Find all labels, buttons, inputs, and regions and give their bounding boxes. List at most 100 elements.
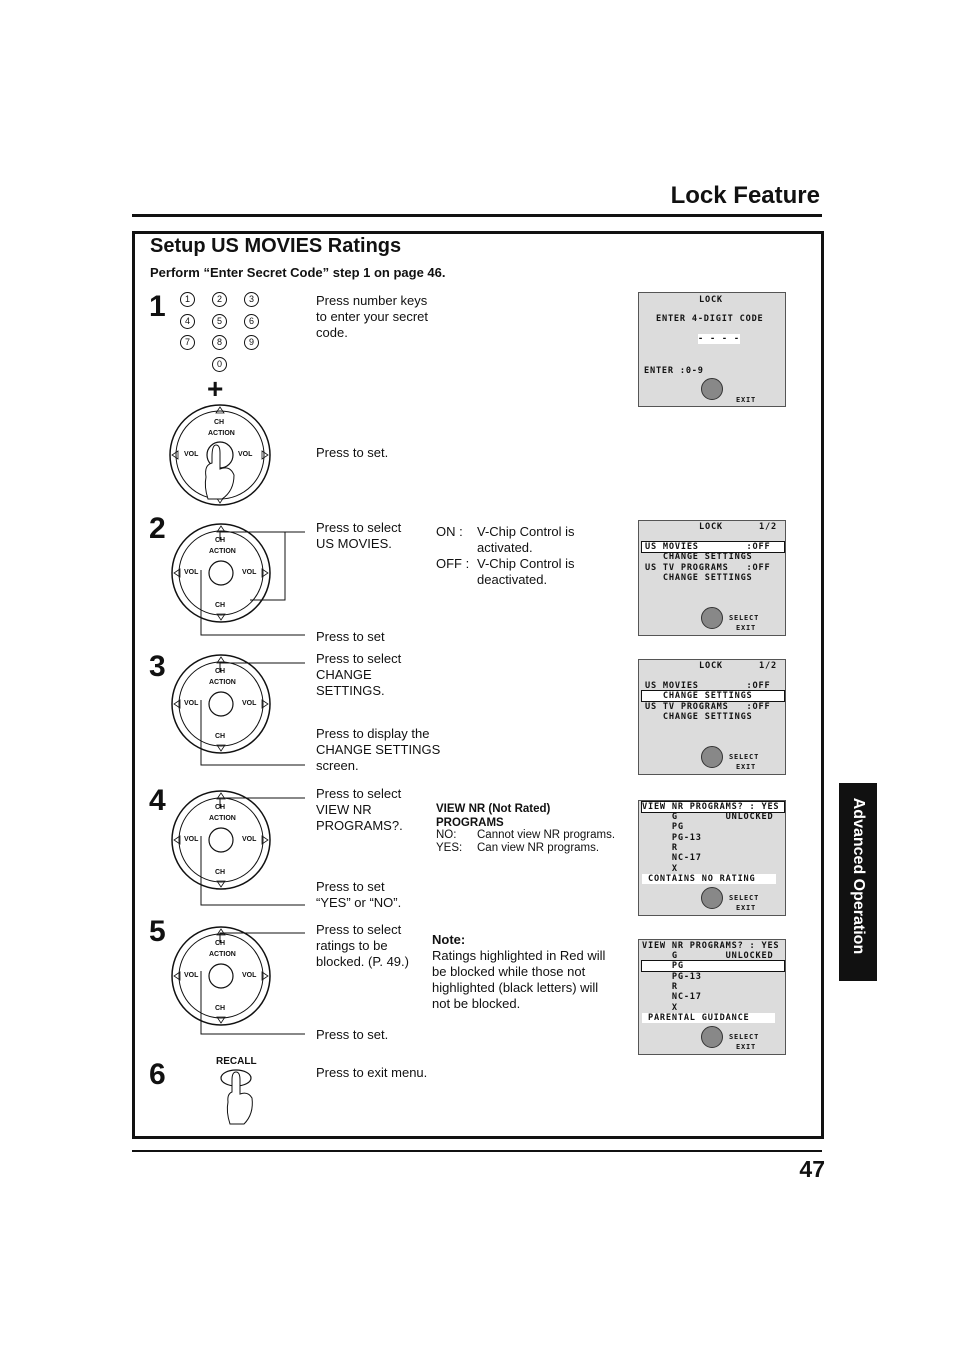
key-0-button[interactable]: 0 <box>212 357 227 372</box>
step-1-text-b: Press to set. <box>316 445 389 460</box>
key-3-button[interactable]: 3 <box>244 292 259 307</box>
step-6-text: Press to exit menu. <box>316 1065 428 1080</box>
note-title: Note: <box>432 932 466 947</box>
menu-item-change-settings[interactable]: CHANGE SETTINGS <box>645 712 753 722</box>
step-3-text-a: Press to select CHANGE SETTINGS. <box>316 651 402 698</box>
remote-dial-2[interactable]: CH ACTION VOL VOL CH <box>170 522 272 624</box>
number-keypad: 1 2 3 4 5 6 7 8 9 0 <box>178 292 268 372</box>
step-number-1: 1 <box>149 290 166 323</box>
rating-row-pg[interactable]: PG <box>642 822 684 832</box>
remote-dial-1[interactable]: CH ACTION VOL VOL <box>168 403 272 507</box>
step-number-4: 4 <box>149 784 166 817</box>
menu-item-change-settings[interactable]: CHANGE SETTINGS <box>645 573 753 583</box>
menu-highlight <box>641 690 785 702</box>
step-4-text-b: Press to set “YES” or “NO”. <box>316 879 402 910</box>
osd-screen-enter-code: LOCK ENTER 4-DIGIT CODE - - - - ENTER :0… <box>638 292 786 407</box>
screen-exit: EXIT <box>736 763 757 771</box>
key-9-button[interactable]: 9 <box>244 335 259 350</box>
action-label: ACTION <box>209 679 236 686</box>
menu-item-change-settings[interactable]: CHANGE SETTINGS <box>645 552 753 562</box>
screen-exit: EXIT <box>736 624 757 632</box>
content-frame <box>132 231 824 1139</box>
menu-item-change-settings[interactable]: CHANGE SETTINGS <box>645 691 753 701</box>
key-6-button[interactable]: 6 <box>244 314 259 329</box>
remote-dial-icon <box>169 404 271 506</box>
key-1-button[interactable]: 1 <box>180 292 195 307</box>
side-tab-label: Advanced Operation <box>850 797 867 955</box>
vol-label: VOL <box>184 836 199 843</box>
remote-dial-icon <box>171 654 271 754</box>
header-rule <box>132 214 822 217</box>
view-nr-no-text: Cannot view NR programs. <box>477 829 616 841</box>
step-5-text-a: Press to select ratings to be blocked. (… <box>316 922 409 969</box>
menu-item-us-movies[interactable]: US MOVIES :OFF <box>645 681 771 691</box>
key-4-button[interactable]: 4 <box>180 314 195 329</box>
vol-label: VOL <box>242 972 257 979</box>
side-tab-advanced-operation: Advanced Operation <box>839 783 877 981</box>
section-title: Setup US MOVIES Ratings <box>150 235 402 257</box>
section-subtitle: Perform “Enter Secret Code” step 1 on pa… <box>150 265 446 280</box>
step-3-text-b: Press to display the CHANGE SETTINGS scr… <box>316 726 441 773</box>
recall-label: RECALL <box>216 1056 257 1067</box>
step-2-text-b: Press to set <box>316 629 385 644</box>
page-header-title: Lock Feature <box>670 182 820 209</box>
step-number-2: 2 <box>149 512 166 545</box>
step-2-text-a: Press to select US MOVIES. <box>316 520 402 551</box>
menu-highlight <box>641 541 785 553</box>
rating-row-g[interactable]: G UNLOCKED <box>642 812 774 822</box>
menu-item-us-movies[interactable]: US MOVIES :OFF <box>645 542 771 552</box>
screen-title: LOCK <box>699 522 723 532</box>
vol-label: VOL <box>238 451 253 458</box>
on-label: ON : <box>436 524 463 539</box>
menu-item-view-nr[interactable]: VIEW NR PROGRAMS? : YES <box>642 802 780 812</box>
joystick-icon <box>701 378 723 400</box>
rating-row-pg[interactable]: PG <box>642 961 684 971</box>
off-text: V-Chip Control is deactivated. <box>477 556 575 587</box>
rating-row-nc17[interactable]: NC-17 <box>642 853 702 863</box>
ch-label: CH <box>215 733 226 740</box>
leader-lines <box>200 531 305 1035</box>
key-5-button[interactable]: 5 <box>212 314 227 329</box>
off-label: OFF : <box>436 556 470 571</box>
view-nr-yes-text: Can view NR programs. <box>477 842 600 854</box>
step-5-text-b: Press to set. <box>316 1027 389 1042</box>
rating-row-pg13[interactable]: PG-13 <box>642 972 702 982</box>
rating-description: PARENTAL GUIDANCE <box>642 1013 775 1023</box>
menu-item-view-nr[interactable]: VIEW NR PROGRAMS? : YES <box>642 941 780 951</box>
screen-exit: EXIT <box>736 396 757 404</box>
code-entry-field[interactable]: - - - - <box>698 334 740 344</box>
plus-sign: + <box>207 373 224 404</box>
action-label: ACTION <box>209 548 236 555</box>
remote-dial-5[interactable]: CH ACTION VOL VOL CH <box>170 925 272 1027</box>
vol-label: VOL <box>184 700 199 707</box>
key-7-button[interactable]: 7 <box>180 335 195 350</box>
recall-button-hand-icon[interactable] <box>218 1066 262 1128</box>
rating-row-r[interactable]: R <box>642 982 678 992</box>
note-text: Ratings highlighted in Red will be block… <box>432 948 606 1011</box>
action-label: ACTION <box>208 430 235 437</box>
vol-label: VOL <box>184 451 199 458</box>
action-label: ACTION <box>209 815 236 822</box>
screen-line: ENTER 4-DIGIT CODE <box>656 314 764 324</box>
rating-row-pg13[interactable]: PG-13 <box>642 833 702 843</box>
screen-title: LOCK <box>699 661 723 671</box>
ch-label: CH <box>215 537 226 544</box>
menu-item-us-tv-programs[interactable]: US TV PROGRAMS :OFF <box>645 702 771 712</box>
rating-row-g[interactable]: G UNLOCKED <box>642 951 774 961</box>
step-number-3: 3 <box>149 650 166 683</box>
screen-exit: EXIT <box>736 904 757 912</box>
rating-row-x[interactable]: X <box>642 1003 678 1013</box>
screen-page: 1/2 <box>759 522 777 532</box>
rating-row-r[interactable]: R <box>642 843 678 853</box>
osd-screen-ratings: VIEW NR PROGRAMS? : YES G UNLOCKED PG PG… <box>638 939 786 1055</box>
joystick-icon <box>701 887 723 909</box>
rating-row-nc17[interactable]: NC-17 <box>642 992 702 1002</box>
view-nr-no-label: NO: <box>436 829 457 841</box>
rating-row-x[interactable]: X <box>642 864 678 874</box>
key-2-button[interactable]: 2 <box>212 292 227 307</box>
screen-exit: EXIT <box>736 1043 757 1051</box>
menu-item-us-tv-programs[interactable]: US TV PROGRAMS :OFF <box>645 563 771 573</box>
vol-label: VOL <box>184 972 199 979</box>
key-8-button[interactable]: 8 <box>212 335 227 350</box>
screen-page: 1/2 <box>759 661 777 671</box>
